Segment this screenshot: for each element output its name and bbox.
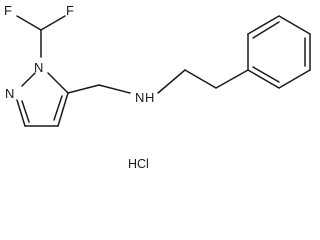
ring-bond xyxy=(278,69,311,89)
molecule-structure: F F N N N H HCl xyxy=(4,3,311,171)
bond-c5-ch2 xyxy=(67,84,100,94)
benzene-ring xyxy=(247,15,311,89)
bond-c4-c5-double xyxy=(53,95,63,121)
bond-ch2b-ph xyxy=(215,69,249,89)
bond-n-ch2a xyxy=(157,69,186,94)
amine-h-label: H xyxy=(145,90,154,105)
bond-n2-c3-double xyxy=(21,100,30,123)
fluorine-left-label: F xyxy=(4,3,12,18)
bond-ch2-n xyxy=(98,84,131,94)
bond-c5-n1 xyxy=(47,72,69,94)
pyrazole-n1-label: N xyxy=(34,60,43,75)
ring-bond xyxy=(278,15,311,35)
ring-double-bond xyxy=(252,66,280,83)
phenethyl-chain xyxy=(157,69,249,94)
bond-c4-c5 xyxy=(57,92,69,127)
hydrochloride-salt-label: HCl xyxy=(128,157,149,171)
difluoromethyl-group xyxy=(16,15,66,58)
bond-n1-n2 xyxy=(21,72,36,87)
fluorine-right-label: F xyxy=(66,3,74,18)
ring-bond xyxy=(247,69,280,89)
bond-ch2a-ch2b xyxy=(184,69,217,89)
methylene-linker xyxy=(67,84,131,94)
ring-bond xyxy=(247,15,280,35)
pyrazole-ring xyxy=(16,72,69,127)
bond-f-left-c xyxy=(16,15,42,31)
pyrazole-n2-label: N xyxy=(5,86,14,101)
ring-double-bond xyxy=(252,21,280,39)
bond-n2-c3 xyxy=(16,99,26,127)
bond-f-right-c xyxy=(40,15,66,31)
amine-n-label: N xyxy=(135,90,144,105)
